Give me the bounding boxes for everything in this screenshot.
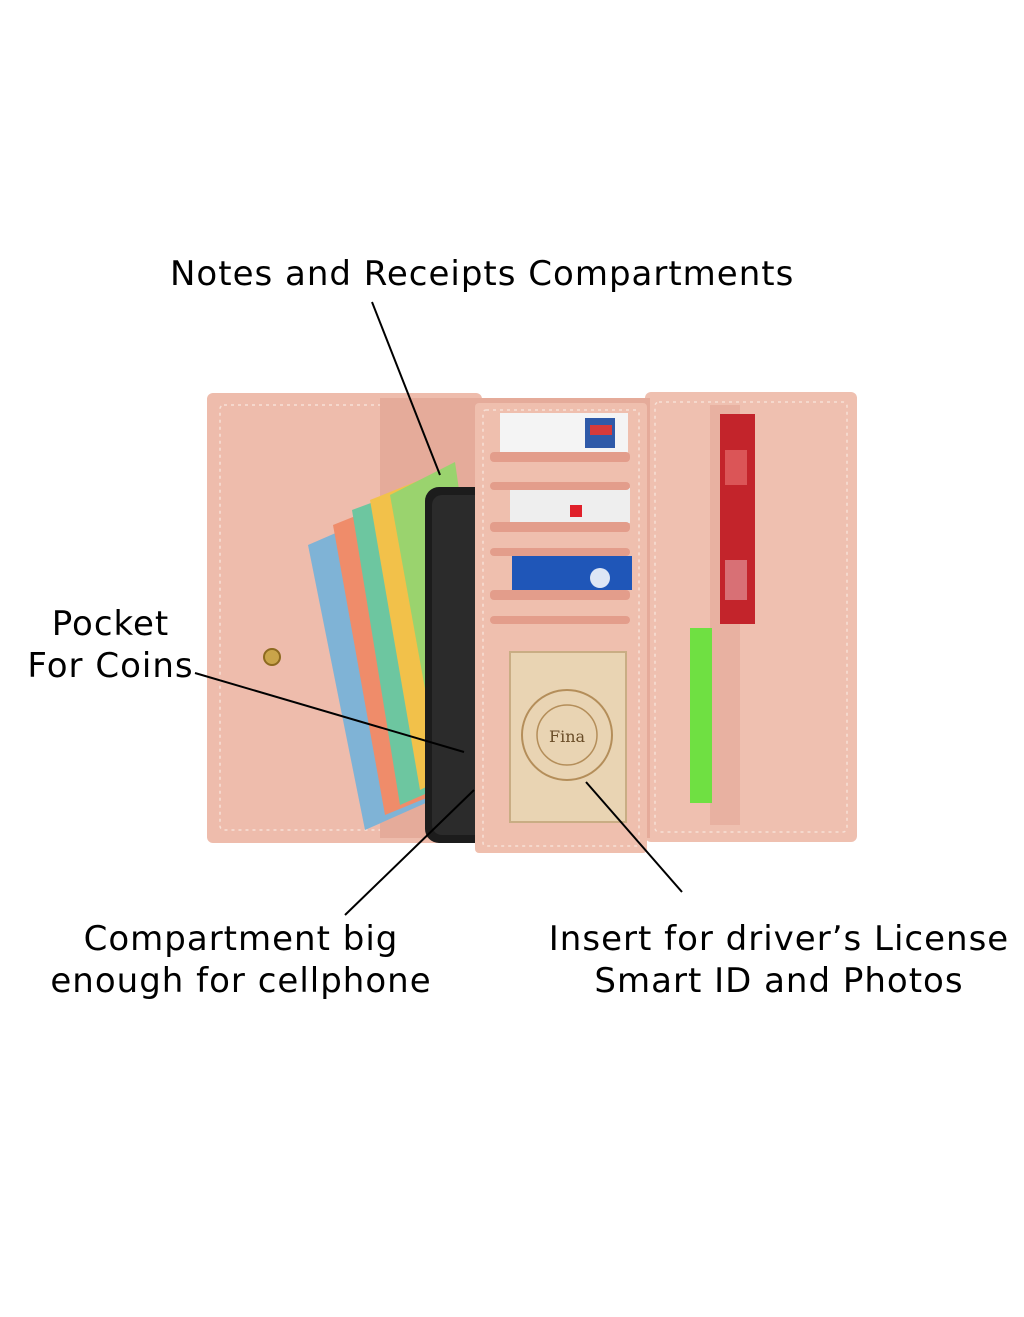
leader-lines	[194, 301, 683, 916]
logo-brand-text: Fina	[549, 727, 586, 746]
red-card	[720, 414, 755, 624]
wallet-right-panel	[645, 392, 857, 842]
snap-button	[263, 648, 281, 666]
insert-leader	[585, 781, 683, 893]
id-insert-label: Insert for driver’s License Smart ID and…	[542, 918, 1016, 1002]
cotton-logo	[521, 689, 613, 781]
blue-card	[512, 556, 632, 590]
insert-label-line2: Smart ID and Photos	[594, 961, 964, 1001]
insert-label-line1: Insert for driver’s License	[548, 919, 1010, 959]
pocket-label-line2: For Coins	[27, 646, 194, 686]
coin-pocket-label: Pocket For Coins	[18, 603, 203, 687]
id-window	[509, 651, 627, 823]
cellphone-compartment-label: Compartment big enough for cellphone	[44, 918, 438, 1002]
notes-label-text: Notes and Receipts Compartments	[170, 254, 795, 294]
card-panel: Fina	[475, 403, 647, 853]
green-card	[690, 628, 712, 803]
notes-leader	[371, 301, 441, 476]
cellphone-label-line2: enough for cellphone	[50, 961, 432, 1001]
cellphone-leader	[344, 789, 475, 916]
pocket-label-line1: Pocket	[51, 604, 170, 644]
notes-compartment-label: Notes and Receipts Compartments	[170, 253, 794, 295]
cellphone-label-line1: Compartment big	[83, 919, 399, 959]
pocket-leader	[194, 672, 465, 753]
